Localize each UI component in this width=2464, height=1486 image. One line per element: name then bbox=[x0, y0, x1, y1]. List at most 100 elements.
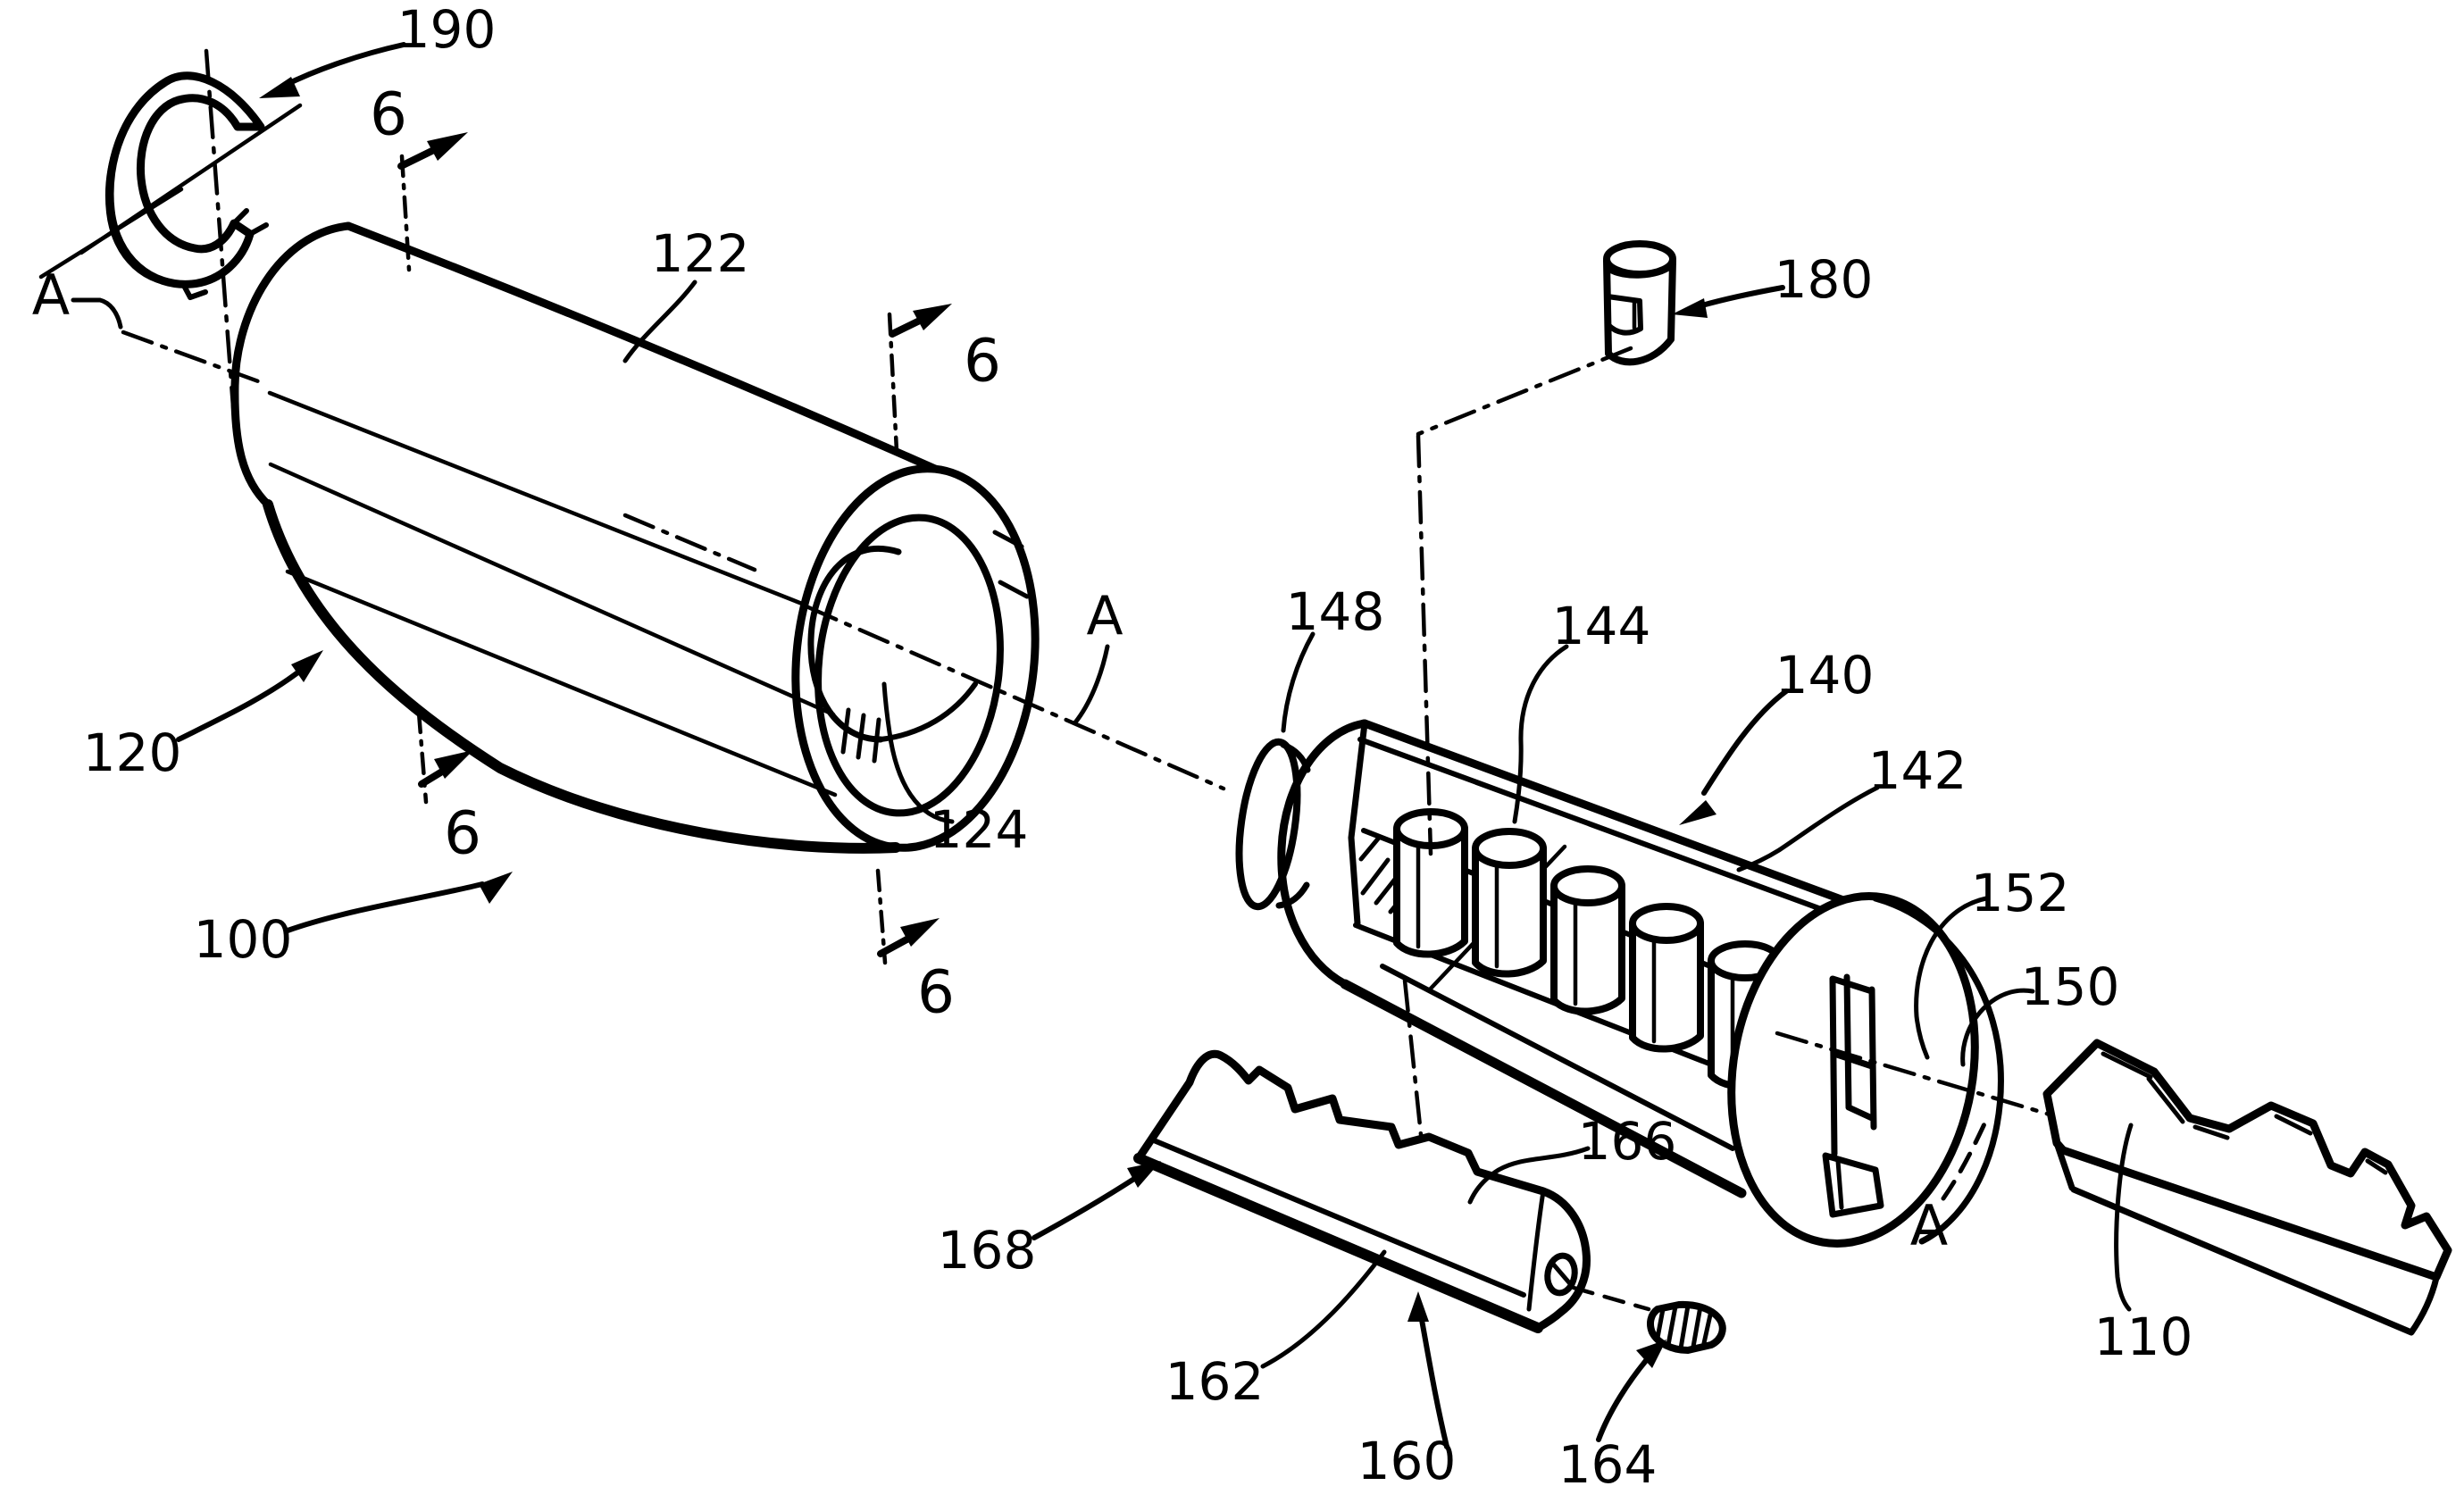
plug-top-edge-outer bbox=[1360, 719, 1848, 905]
leader-line-162 bbox=[1260, 1249, 1387, 1369]
pin-tumbler-4 bbox=[1629, 903, 1704, 1053]
ref-label-160: 160 bbox=[1357, 1431, 1457, 1486]
ref-label-144: 144 bbox=[1552, 596, 1651, 656]
section-marker-arrowhead-1 bbox=[427, 132, 468, 161]
axis-line-A-segment-2 bbox=[622, 513, 757, 572]
housing-bore-floor bbox=[878, 681, 978, 742]
leader-arrowhead-160 bbox=[1407, 1291, 1429, 1322]
pin-tumbler-3 bbox=[1550, 865, 1625, 1015]
part-rear-cap bbox=[1727, 892, 2004, 1248]
section-number-label-4: 6 bbox=[917, 958, 955, 1027]
leader-line-168 bbox=[1032, 1176, 1137, 1240]
leader-arrowhead-120 bbox=[291, 650, 323, 682]
pin-tumbler-2 bbox=[1472, 828, 1547, 978]
ref-label-142: 142 bbox=[1868, 740, 1967, 801]
part-retainer-clip bbox=[105, 71, 269, 300]
ref-label-A: A bbox=[1910, 1193, 1948, 1258]
section-marker-arrowhead-3 bbox=[434, 750, 473, 779]
part-key bbox=[2042, 1039, 2452, 1336]
set-screw-threads bbox=[1655, 1303, 1714, 1351]
slider-hole-slash bbox=[1549, 1259, 1575, 1290]
key-blade-outline bbox=[2042, 1039, 2452, 1281]
rear-cap-tab-line bbox=[1835, 1158, 1844, 1210]
ref-label-140: 140 bbox=[1775, 645, 1875, 705]
slider-face-boundary bbox=[1151, 1138, 1526, 1298]
section-marker-arrowhead-2 bbox=[913, 304, 952, 330]
axis-line-A-segment-4 bbox=[1775, 1031, 2052, 1117]
part-set-screw bbox=[1647, 1300, 1726, 1354]
rear-cap-face bbox=[1727, 892, 1979, 1248]
ref-label-150: 150 bbox=[2021, 956, 2120, 1017]
leader-line-190 bbox=[281, 42, 406, 88]
ref-label-100: 100 bbox=[194, 909, 293, 970]
leader-arrowhead-190 bbox=[259, 77, 300, 98]
leader-line-140 bbox=[1701, 689, 1789, 796]
rear-cap-rim bbox=[1872, 895, 2004, 1245]
clip-centerline bbox=[204, 48, 238, 433]
rear-cap-tailpiece-slot bbox=[1829, 973, 1877, 1157]
key-shoulder-step bbox=[2053, 1140, 2076, 1191]
housing-body-line-3 bbox=[285, 569, 838, 797]
ref-label-180: 180 bbox=[1775, 249, 1874, 310]
leader-line-A-left bbox=[71, 297, 123, 330]
section-marker-line-4 bbox=[875, 868, 888, 965]
key-bitting-depth-lines bbox=[2101, 1051, 2388, 1175]
housing-body-line-1 bbox=[267, 390, 809, 608]
housing-mouth-inner-rim bbox=[814, 513, 1004, 817]
leader-line-A-mid bbox=[1073, 644, 1110, 725]
section-marker-line-2 bbox=[887, 312, 899, 454]
section-marker-line-1 bbox=[399, 154, 412, 272]
axis-line-A-segment-1 bbox=[121, 330, 263, 385]
leader-line-110 bbox=[2114, 1123, 2134, 1312]
slider-end-face-line bbox=[1526, 1189, 1546, 1312]
housing-left-cap bbox=[230, 221, 353, 509]
plug-bottom-edge bbox=[1340, 979, 1747, 1198]
driver-pin-centerline-diagonal bbox=[1416, 346, 1633, 437]
ref-label-148: 148 bbox=[1286, 581, 1385, 642]
plug-top-edge-inner bbox=[1357, 737, 1833, 915]
section-number-label-3: 6 bbox=[444, 799, 481, 868]
section-marker-line-3 bbox=[416, 710, 429, 805]
housing-bore-hatching bbox=[840, 707, 881, 764]
leader-arrowhead-180 bbox=[1672, 298, 1708, 318]
driver-pin-notch bbox=[1605, 294, 1643, 336]
driver-pin-centerline-vertical bbox=[1416, 433, 1433, 856]
slider-screw-hole bbox=[1544, 1252, 1578, 1297]
leader-line-150 bbox=[1960, 988, 2035, 1067]
plug-lower-band-line bbox=[1380, 964, 1735, 1151]
ref-label-120: 120 bbox=[83, 722, 182, 783]
ref-label-A: A bbox=[32, 263, 70, 328]
section-marker-arrowhead-4 bbox=[900, 918, 940, 947]
part-driver-pin bbox=[1603, 240, 1676, 366]
housing-body-line-2 bbox=[268, 462, 836, 717]
leader-line-152 bbox=[1914, 896, 1989, 1060]
housing-bottom-edge bbox=[263, 499, 901, 854]
slider-bottom-edge bbox=[1133, 1153, 1543, 1333]
leader-line-122 bbox=[622, 280, 697, 363]
leader-arrowhead-168 bbox=[1127, 1161, 1161, 1188]
clip-depth-line bbox=[105, 87, 187, 288]
clip-outline bbox=[105, 71, 265, 288]
ref-label-166: 166 bbox=[1578, 1111, 1677, 1172]
leader-arrowhead-140 bbox=[1679, 800, 1716, 825]
plug-floor-hatching-left bbox=[1358, 835, 1422, 914]
leader-line-A-bottom bbox=[1941, 1114, 1991, 1201]
ref-label-190: 190 bbox=[397, 0, 497, 60]
clip-gap-faces bbox=[180, 208, 269, 300]
leader-line-160 bbox=[1419, 1317, 1449, 1449]
housing-rim-chamfer-ticks bbox=[992, 530, 1030, 599]
leader-line-124 bbox=[881, 681, 955, 824]
housing-top-edge bbox=[344, 221, 940, 473]
leader-line-148 bbox=[1281, 631, 1316, 733]
part-sidebar-slider bbox=[1133, 1049, 1591, 1333]
leader-arrowhead-164 bbox=[1636, 1340, 1666, 1368]
driver-pin-rim bbox=[1606, 264, 1674, 279]
leader-arrowhead-100 bbox=[479, 872, 513, 904]
ref-label-164: 164 bbox=[1558, 1434, 1658, 1486]
housing-mouth-outer-rim bbox=[791, 464, 1040, 852]
ref-label-A: A bbox=[1086, 585, 1123, 647]
leader-line-120 bbox=[176, 665, 306, 742]
